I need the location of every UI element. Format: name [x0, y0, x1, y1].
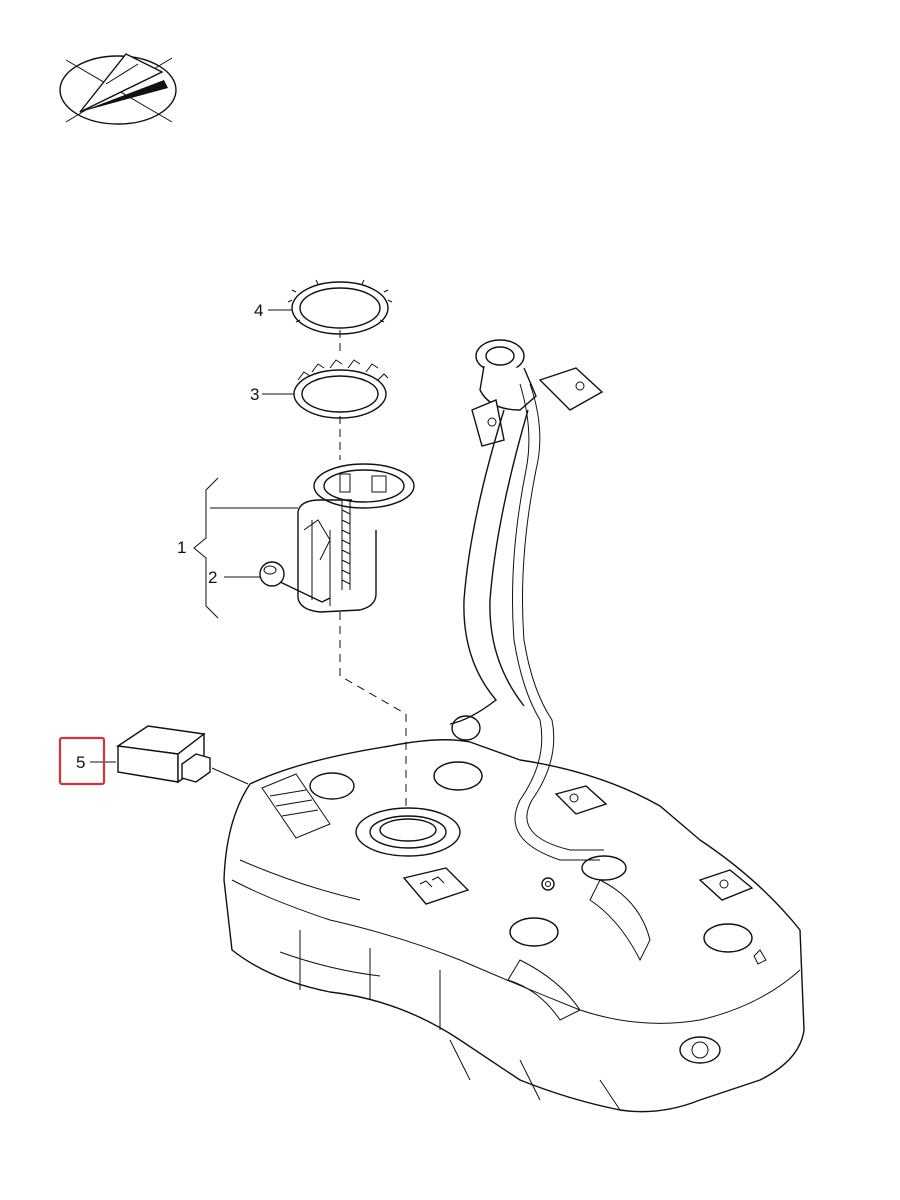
callout-3-label: 3 [250, 385, 259, 404]
callout-1-label: 1 [177, 538, 186, 557]
fuel-tank-part [223, 739, 805, 1113]
filler-neck-part [449, 339, 604, 861]
compass-logo-icon [59, 53, 177, 125]
fuel-pump-module-part [275, 463, 415, 613]
seal-ring-part [293, 359, 389, 419]
callout-4-label: 4 [254, 301, 263, 320]
locking-ring-part [287, 279, 393, 335]
callout-5-label[interactable]: 5 [76, 753, 85, 772]
callout-5-highlight-box[interactable] [58, 736, 106, 786]
callout-2-label: 2 [208, 568, 217, 587]
control-unit-part [116, 725, 211, 784]
float-part [259, 561, 285, 587]
